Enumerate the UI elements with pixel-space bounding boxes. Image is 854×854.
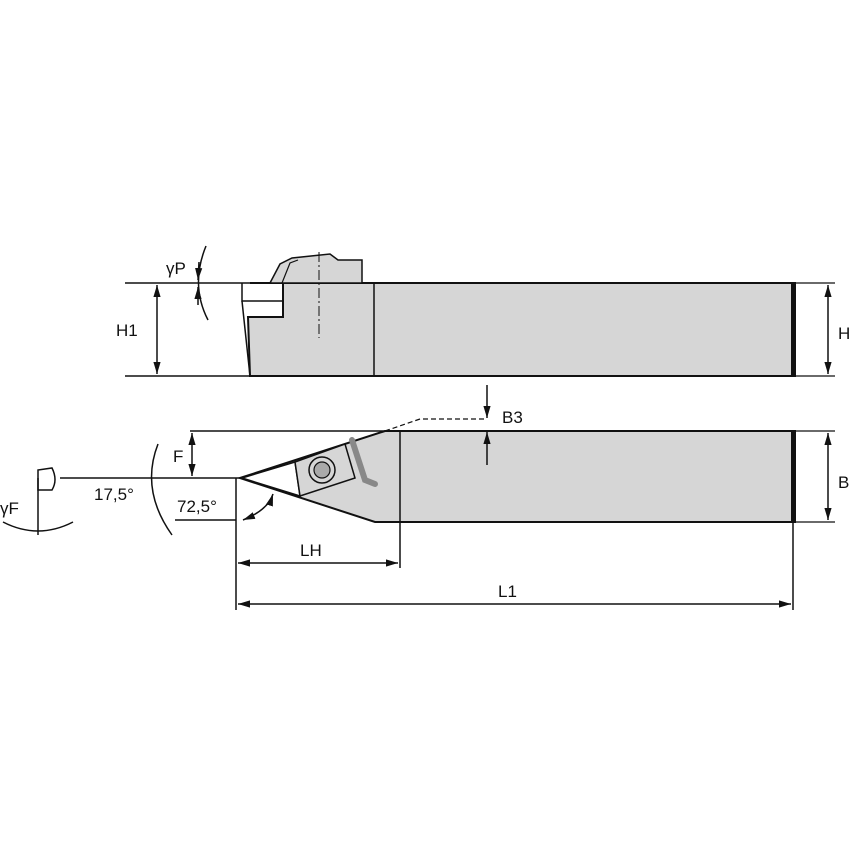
gamma-f-label: γF xyxy=(0,499,19,518)
angle-72-5-label: 72,5° xyxy=(177,497,217,516)
h1-label: H1 xyxy=(116,321,138,340)
bottom-view xyxy=(2,385,835,610)
shank-side xyxy=(246,282,796,377)
b3-label: B3 xyxy=(502,408,523,427)
top-view xyxy=(125,245,835,377)
angle-17-5-label: 17,5° xyxy=(94,485,134,504)
angle-17-arc xyxy=(150,443,173,536)
lh-label: LH xyxy=(300,541,322,560)
insert-pocket-outline xyxy=(241,283,283,302)
f-label: F xyxy=(173,447,183,466)
gamma-f-insert-icon xyxy=(37,467,56,491)
h-label: H xyxy=(838,324,850,343)
gamma-p-label: γP xyxy=(166,259,186,278)
b-label: B xyxy=(838,473,849,492)
gamma-p-arc xyxy=(197,245,209,321)
l1-label: L1 xyxy=(498,582,517,601)
angle-72-arc xyxy=(242,493,274,521)
